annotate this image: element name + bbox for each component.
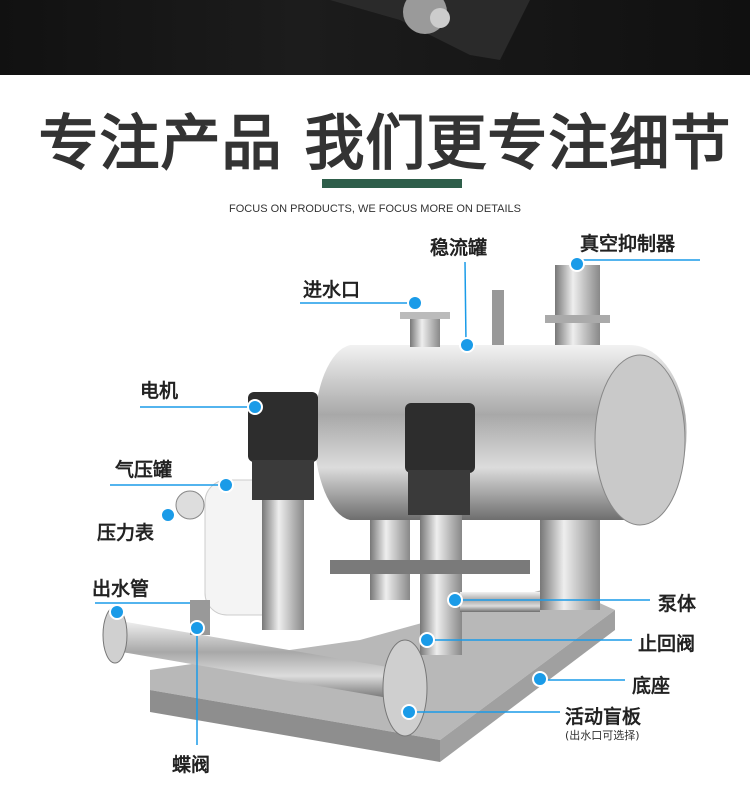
label-motor: 电机 (140, 380, 179, 402)
label-water-inlet: 进水口 (303, 279, 361, 301)
base-frame (150, 585, 615, 762)
marker-pressure-tank (218, 477, 234, 493)
motors-and-pumps (248, 392, 540, 655)
marker-pressure-gauge (160, 507, 176, 523)
label-check-valve: 止回阀 (638, 633, 696, 655)
marker-water-inlet (407, 295, 423, 311)
label-base: 底座 (632, 675, 671, 697)
marker-base (532, 671, 548, 687)
label-blind-plate-note: (出水口可选择) (565, 729, 640, 742)
marker-vacuum-suppressor (569, 256, 585, 272)
label-pump-body: 泵体 (658, 593, 697, 615)
label-blind-plate: 活动盲板 (565, 706, 642, 728)
label-vacuum-suppressor: 真空抑制器 (580, 233, 676, 255)
marker-blind-plate (401, 704, 417, 720)
top-photo-band (0, 0, 750, 75)
marker-check-valve (419, 632, 435, 648)
page-title: 专注产品 我们更专注细节 (38, 109, 732, 179)
marker-pump-body (447, 592, 463, 608)
marker-motor (247, 399, 263, 415)
label-outlet-pipe: 出水管 (92, 578, 150, 600)
stabilizer-tank (314, 265, 687, 610)
callout-lines (95, 259, 700, 745)
title-underline (322, 179, 462, 188)
equipment-photo-fragment (330, 0, 530, 60)
page-subtitle: FOCUS ON PRODUCTS, WE FOCUS MORE ON DETA… (229, 203, 521, 215)
label-pressure-gauge: 压力表 (97, 522, 155, 544)
label-stabilizer-tank: 稳流罐 (430, 237, 488, 259)
label-butterfly-valve: 蝶阀 (172, 754, 211, 776)
marker-stabilizer-tank (459, 337, 475, 353)
marker-outlet-pipe (109, 604, 125, 620)
label-pressure-tank: 气压罐 (115, 459, 173, 481)
outlet-manifold (102, 600, 428, 737)
marker-butterfly-valve (189, 620, 205, 636)
